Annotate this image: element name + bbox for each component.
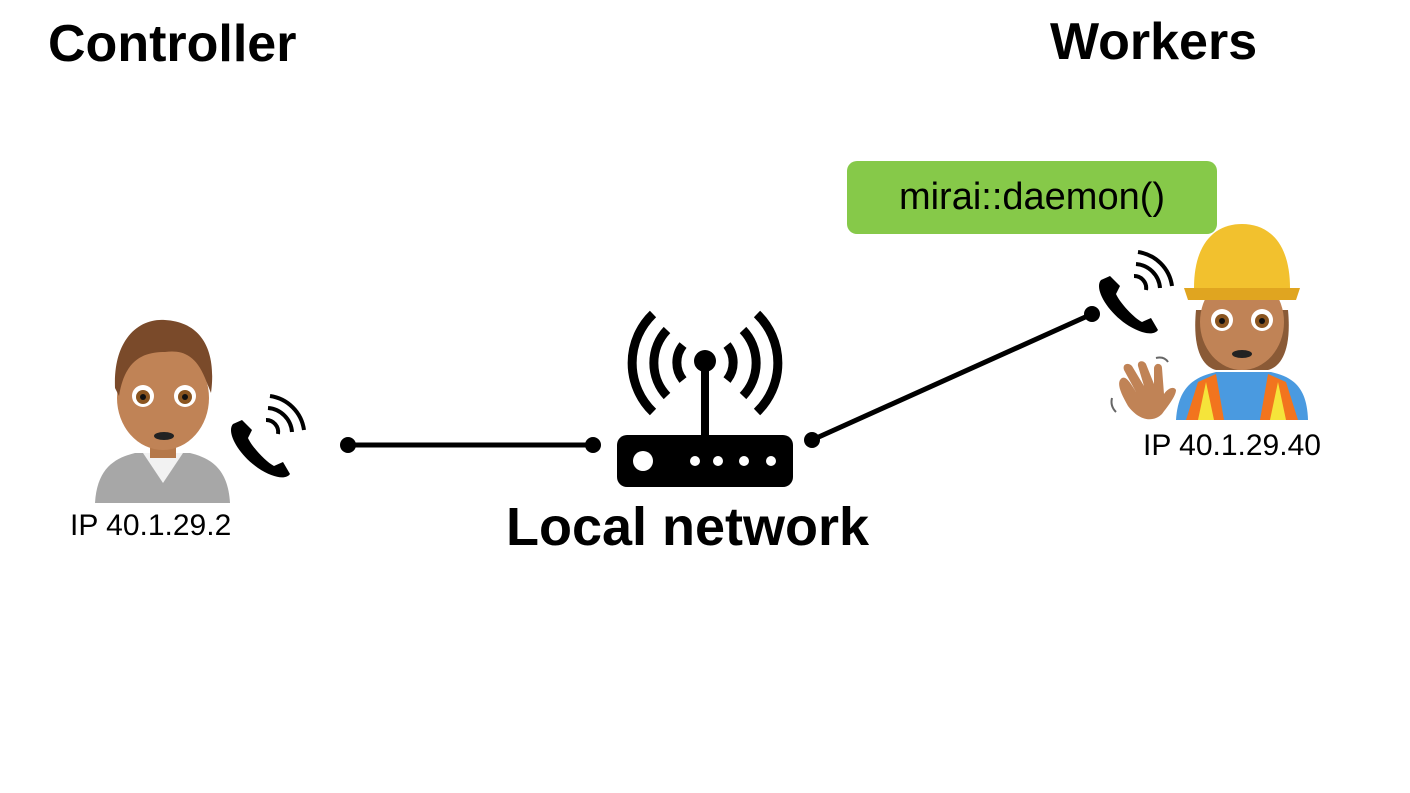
wifi-router-icon: [617, 310, 793, 487]
controller-phone-icon: [230, 394, 306, 478]
worker-phone-icon: [1098, 250, 1174, 334]
link-endpoint: [804, 432, 820, 448]
controller-person-icon: [95, 319, 230, 503]
workers-heading: Workers: [1050, 13, 1258, 71]
worker-ip-label: IP 40.1.29.40: [1143, 429, 1321, 462]
network-label: Local network: [506, 497, 870, 557]
construction-worker-icon: [1176, 224, 1308, 420]
router-worker-link: [810, 311, 1094, 443]
link-endpoint: [585, 437, 601, 453]
daemon-command-label: mirai::daemon(): [847, 161, 1217, 234]
controller-heading: Controller: [48, 15, 297, 73]
controller-ip-label: IP 40.1.29.2: [70, 509, 232, 542]
link-endpoint: [1084, 306, 1100, 322]
waving-hand-icon: [1110, 356, 1176, 420]
link-endpoint: [340, 437, 356, 453]
